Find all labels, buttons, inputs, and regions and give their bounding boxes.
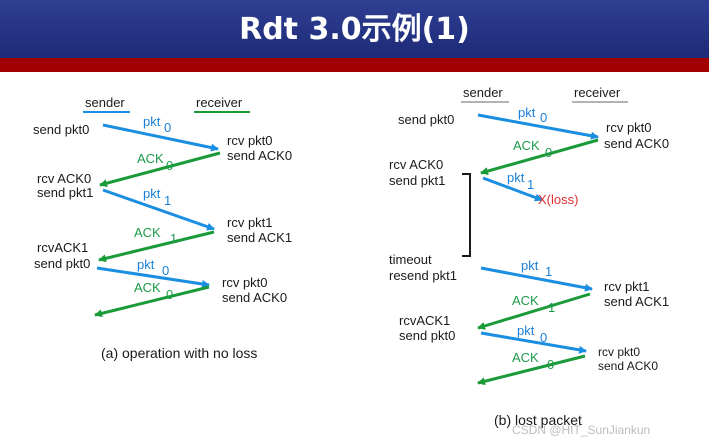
diagram-a: sender receiver send pkt0 rcv ACK0 send … xyxy=(33,95,292,361)
diagram-b: sender receiver send pkt0 rcv ACK0 send … xyxy=(389,85,669,428)
ack-seq-label: 0 xyxy=(547,357,554,372)
ack-label: ACK xyxy=(137,151,164,166)
watermark: CSDN @HIT_SunJiankun xyxy=(512,423,650,437)
accent-band xyxy=(0,58,709,72)
lost-pkt-arrow xyxy=(482,176,543,202)
timeout-bracket xyxy=(462,173,471,257)
ack-label: ACK xyxy=(134,225,161,240)
sender-label: send pkt0 xyxy=(398,112,454,127)
receiver-label: send ACK0 xyxy=(227,148,292,163)
ack-seq-label: 1 xyxy=(548,300,555,315)
ack-arrow xyxy=(98,230,215,263)
ack-arrow xyxy=(477,354,586,386)
receiver-label: send ACK0 xyxy=(222,290,287,305)
ack-arrow xyxy=(99,151,221,188)
sender-label: timeout xyxy=(389,252,432,267)
pkt-arrow xyxy=(480,331,587,354)
pkt-seq-label: 1 xyxy=(527,177,534,192)
pkt-seq-label: 1 xyxy=(545,264,552,279)
sender-header: sender xyxy=(463,85,503,100)
sender-label: send pkt0 xyxy=(399,328,455,343)
pkt-label: pkt xyxy=(137,257,155,272)
ack-label: ACK xyxy=(134,280,161,295)
receiver-label: send ACK1 xyxy=(227,230,292,245)
pkt-seq-label: 0 xyxy=(162,263,169,278)
sender-label: rcv ACK0 xyxy=(37,171,91,186)
sender-label: rcv ACK0 xyxy=(389,157,443,172)
sender-label: resend pkt1 xyxy=(389,268,457,283)
receiver-label: rcv pkt0 xyxy=(222,275,268,290)
ack-label: ACK xyxy=(513,138,540,153)
caption: (b) lost packet xyxy=(494,412,582,428)
receiver-label: send ACK1 xyxy=(604,294,669,309)
sender-label: send pkt1 xyxy=(37,185,93,200)
pkt-arrow xyxy=(102,123,219,152)
pkt-label: pkt xyxy=(507,170,525,185)
receiver-header: receiver xyxy=(574,85,621,100)
ack-arrow xyxy=(94,285,210,318)
ack-label: ACK xyxy=(512,293,539,308)
title-bar xyxy=(0,0,709,58)
ack-arrow xyxy=(480,138,599,175)
ack-label: ACK xyxy=(512,350,539,365)
pkt-label: pkt xyxy=(518,105,536,120)
ack-arrow xyxy=(477,292,591,330)
pkt-arrow xyxy=(102,188,215,231)
ack-seq-label: 0 xyxy=(166,287,173,302)
pkt-label: pkt xyxy=(143,114,161,129)
pkt-seq-label: 0 xyxy=(540,110,547,125)
ack-seq-label: 0 xyxy=(166,158,173,173)
receiver-label: rcv pkt0 xyxy=(598,345,640,359)
pkt-arrow xyxy=(96,266,210,288)
sender-label: rcvACK1 xyxy=(399,313,450,328)
receiver-label: rcv pkt1 xyxy=(604,279,650,294)
sender-header: sender xyxy=(85,95,125,110)
sender-label: send pkt0 xyxy=(33,122,89,137)
loss-label: X(loss) xyxy=(538,192,578,207)
slide-title: Rdt 3.0示例(1) xyxy=(239,12,470,47)
receiver-label: rcv pkt0 xyxy=(227,133,273,148)
pkt-seq-label: 0 xyxy=(540,330,547,345)
ack-seq-label: 1 xyxy=(170,231,177,246)
pkt-arrow xyxy=(477,113,599,140)
sender-label: send pkt0 xyxy=(34,256,90,271)
sender-label: rcvACK1 xyxy=(37,240,88,255)
receiver-label: rcv pkt0 xyxy=(606,120,652,135)
pkt-label: pkt xyxy=(521,258,539,273)
sender-label: send pkt1 xyxy=(389,173,445,188)
receiver-label: rcv pkt1 xyxy=(227,215,273,230)
pkt-seq-label: 1 xyxy=(164,193,171,208)
pkt-arrow xyxy=(480,266,593,292)
pkt-seq-label: 0 xyxy=(164,120,171,135)
pkt-label: pkt xyxy=(143,186,161,201)
receiver-label: send ACK0 xyxy=(598,359,658,373)
receiver-header: receiver xyxy=(196,95,243,110)
caption: (a) operation with no loss xyxy=(101,345,257,361)
pkt-label: pkt xyxy=(517,323,535,338)
ack-seq-label: 0 xyxy=(545,145,552,160)
receiver-label: send ACK0 xyxy=(604,136,669,151)
